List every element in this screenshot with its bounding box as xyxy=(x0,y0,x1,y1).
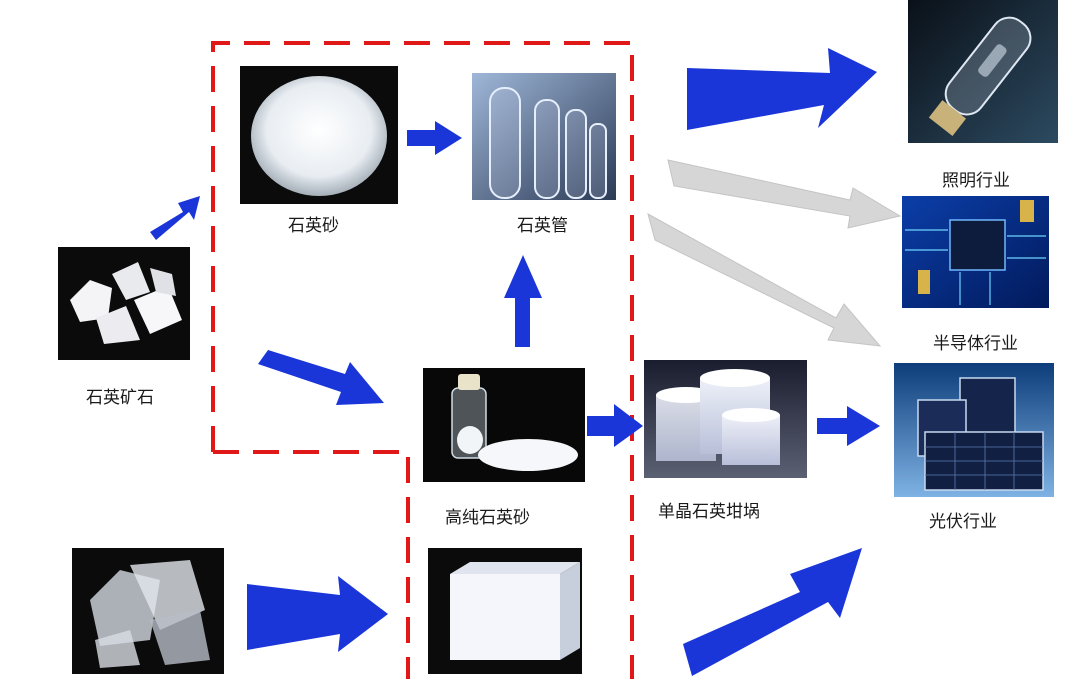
arrow-ore-to-high-purity-sand xyxy=(258,350,384,405)
arrow-crucible-to-photovoltaic xyxy=(817,406,880,446)
photovoltaic-industry-image xyxy=(894,363,1054,497)
semiconductor-industry-image xyxy=(902,196,1049,308)
label-quartz-tube: 石英管 xyxy=(517,216,568,236)
processing-boundary xyxy=(211,41,634,679)
label-lighting: 照明行业 xyxy=(942,171,1010,191)
arrow-tube-to-lighting xyxy=(687,48,877,130)
crucible-image xyxy=(644,360,807,478)
raw-quartz-crystal-image xyxy=(72,548,224,674)
arrow-box-to-photovoltaic xyxy=(683,548,862,676)
label-photovoltaic: 光伏行业 xyxy=(929,512,997,532)
lighting-industry-image xyxy=(908,0,1058,143)
label-semiconductor: 半导体行业 xyxy=(933,334,1018,354)
high-purity-sand-image xyxy=(423,368,585,482)
label-high-purity-sand: 高纯石英砂 xyxy=(445,508,530,528)
quartz-ore-image xyxy=(58,247,190,360)
label-quartz-ore: 石英矿石 xyxy=(86,388,154,408)
arrow-sand-to-tube xyxy=(407,121,462,155)
arrow-raw-to-box xyxy=(247,576,388,652)
quartz-box-image xyxy=(428,548,582,674)
label-quartz-sand: 石英砂 xyxy=(288,216,339,236)
arrow-high-purity-sand-to-tube xyxy=(504,255,542,347)
arrow-tube-to-photovoltaic xyxy=(647,212,882,347)
label-crucible: 单晶石英坩埚 xyxy=(658,502,760,522)
arrow-sand-to-crucible xyxy=(587,404,643,447)
arrow-ore-to-sand xyxy=(150,196,200,240)
arrow-tube-to-semiconductor xyxy=(667,159,902,229)
quartz-tube-image xyxy=(472,73,616,200)
quartz-sand-image xyxy=(240,66,398,204)
